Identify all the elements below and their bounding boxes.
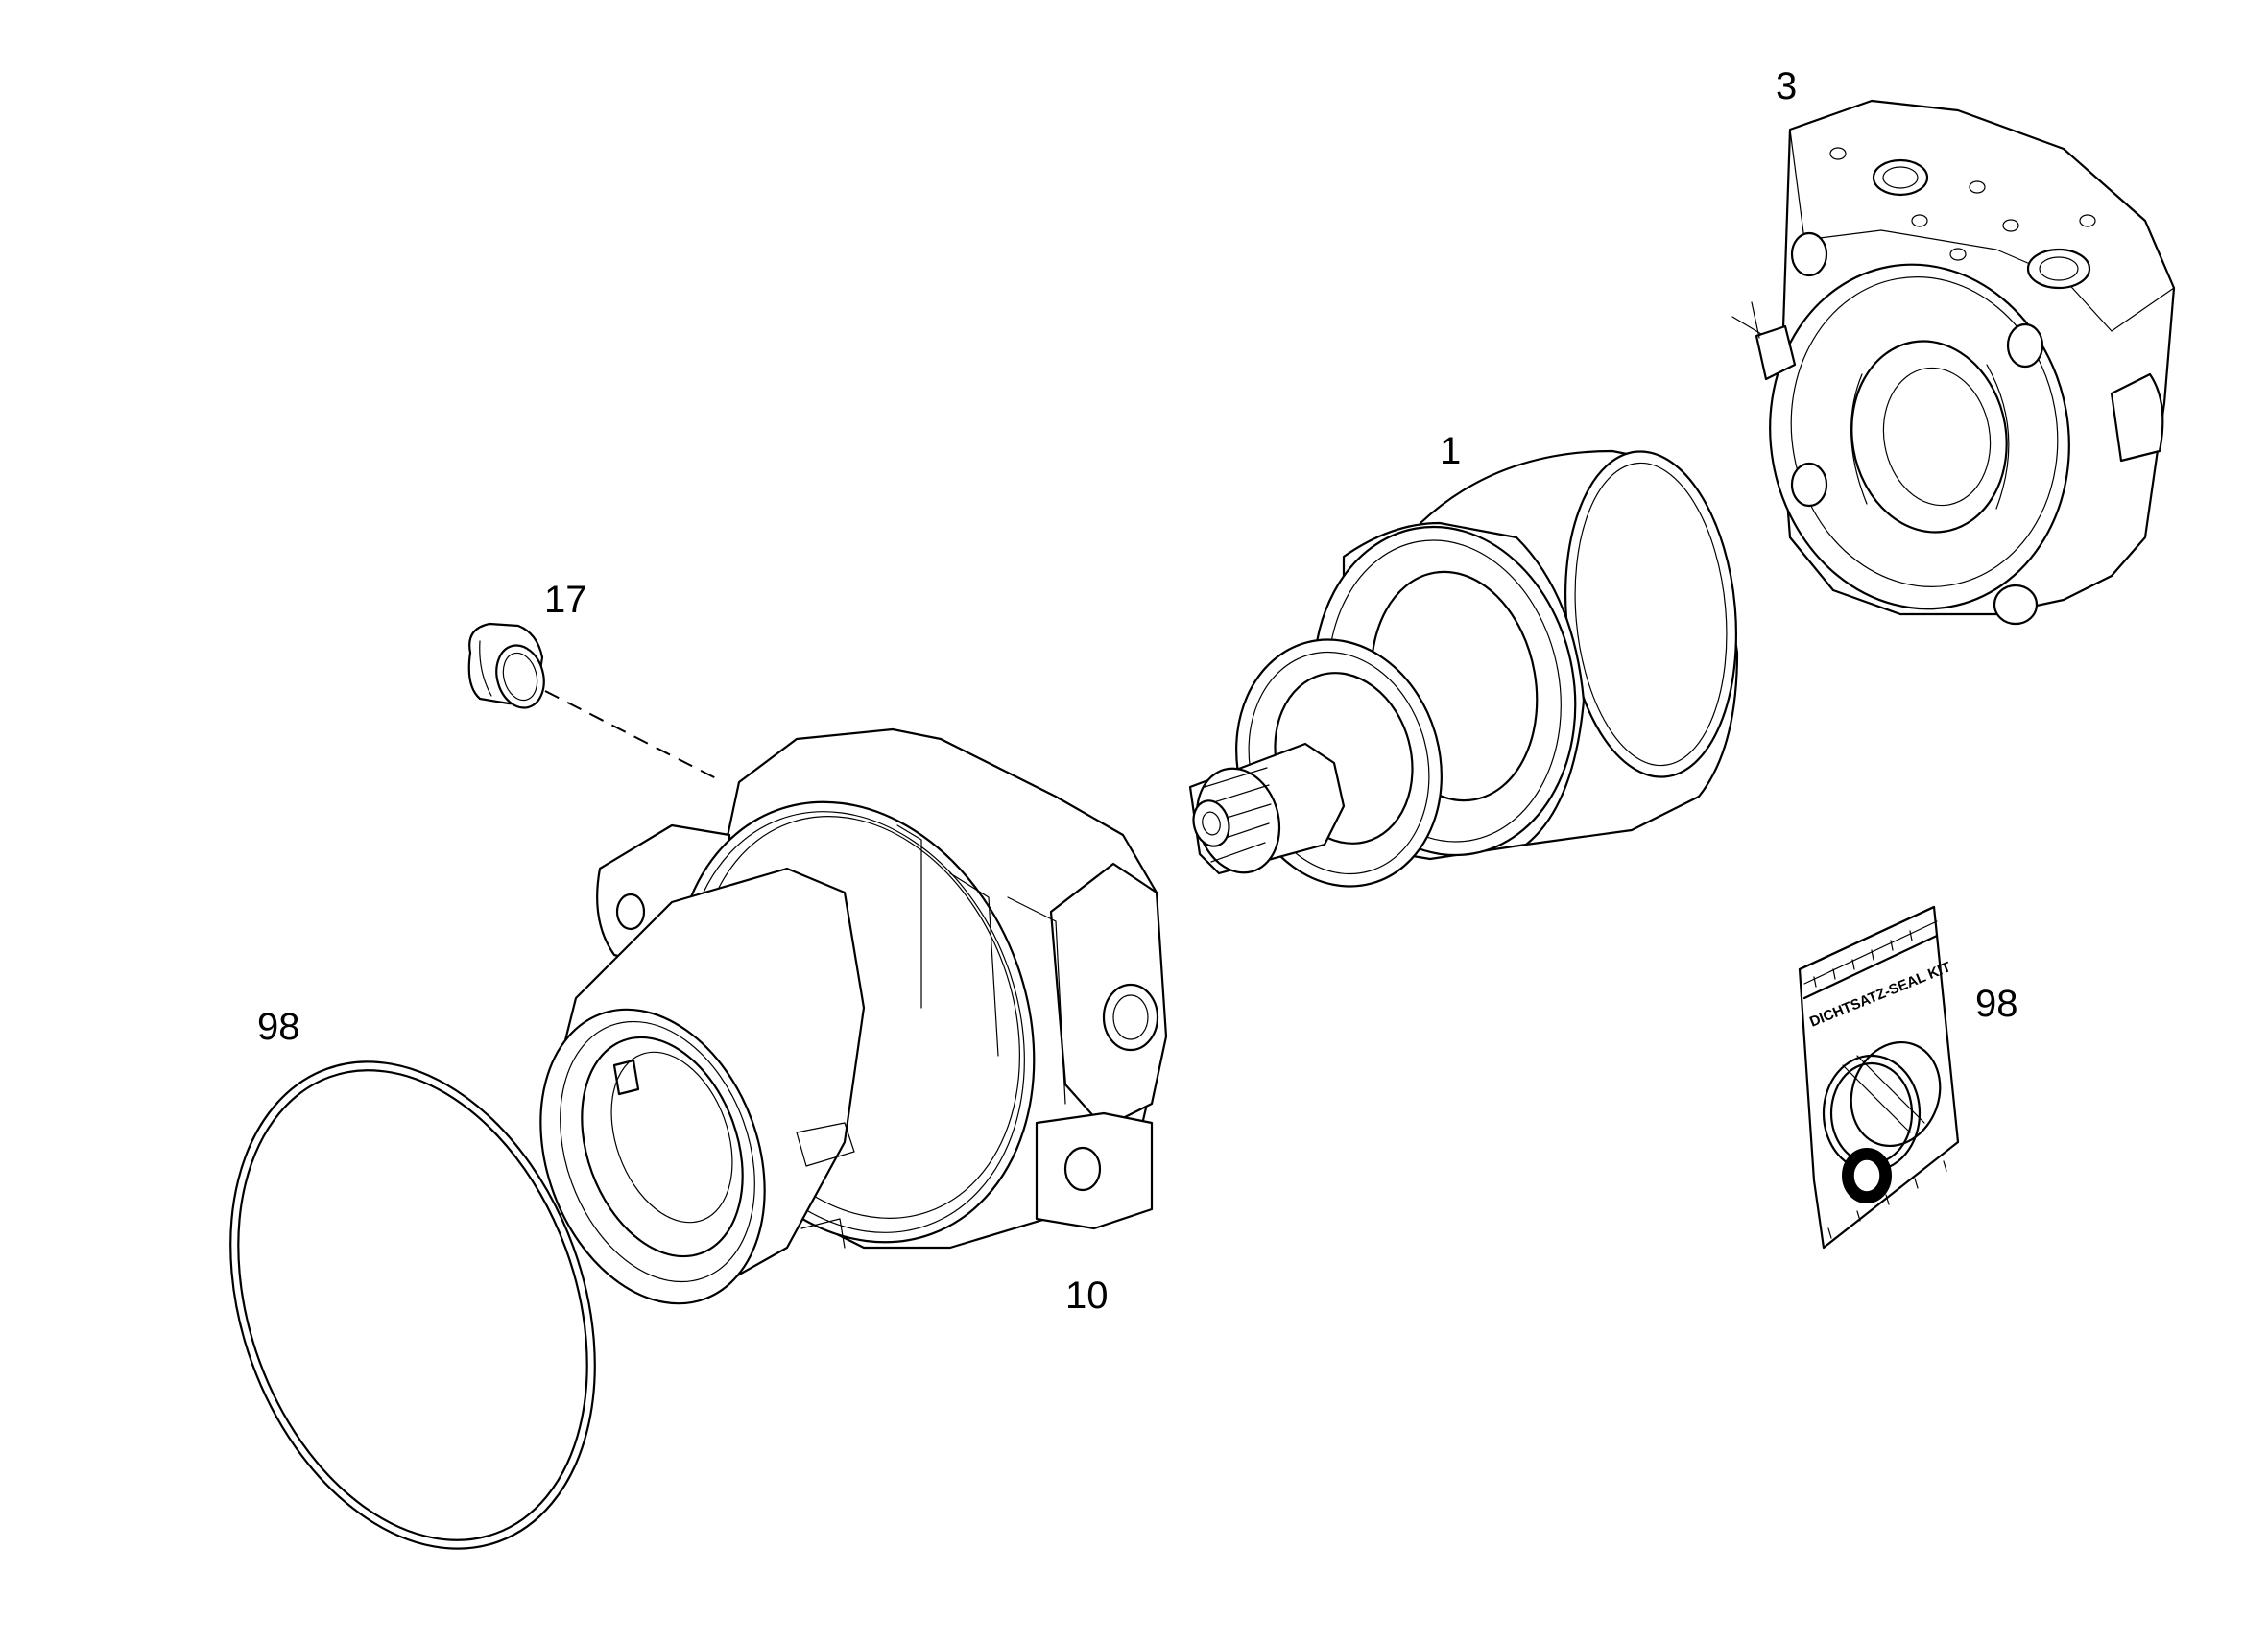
callout-part-3: 3 xyxy=(1776,65,1798,107)
housing-10 xyxy=(539,727,1168,1305)
o-ring-98 xyxy=(229,1060,596,1550)
callout-part-10: 10 xyxy=(1065,1275,1109,1317)
plug-17 xyxy=(467,622,545,709)
callout-part-17: 17 xyxy=(544,579,587,621)
end-cover-3 xyxy=(1731,99,2176,626)
rotating-group-1 xyxy=(1188,449,1739,888)
callout-part-98-ring: 98 xyxy=(257,1006,300,1048)
alignment-line xyxy=(544,690,719,780)
callout-part-98-kit: 98 xyxy=(1975,983,2018,1025)
callout-part-1: 1 xyxy=(1440,430,1462,472)
seal-kit-98: DICHTSATZ-SEAL KIT xyxy=(1798,905,1960,1250)
